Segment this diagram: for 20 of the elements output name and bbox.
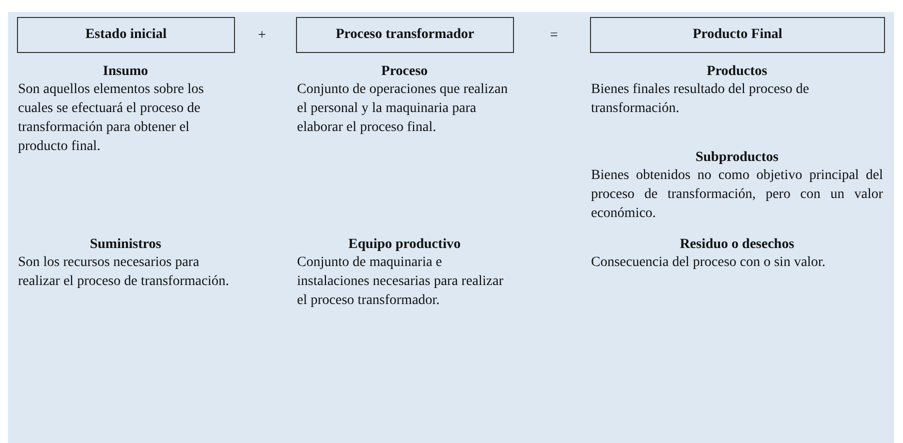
section-heading: Suministros — [88, 236, 162, 254]
header-box: Estado inicial — [17, 17, 235, 53]
header-box: Proceso transformador — [296, 17, 514, 53]
section-heading: Productos — [706, 63, 768, 81]
section-heading: Residuo o desechos — [678, 236, 796, 254]
description-text: Bienes obtenidos no como objetivo principal del proceso de transformación, pero con un valor económico. — [591, 167, 883, 223]
description-text: Son aquellos elementos sobre los cuales se efectuará el proceso de transformación para obtener el producto final. — [18, 81, 205, 156]
operator-sign: + — [257, 27, 267, 45]
header-box: Producto Final — [590, 17, 885, 53]
section-heading: Equipo productivo — [347, 236, 462, 254]
section-heading: Insumo — [102, 63, 150, 81]
description-text: Consecuencia del proceso con o sin valor. — [591, 254, 826, 272]
description-text: Conjunto de operaciones que realizan el personal y la maquinaria para elaborar el proceso final. — [297, 81, 509, 137]
panel-background — [8, 12, 894, 443]
description-text: Bienes finales resultado del proceso de transformación. — [591, 81, 810, 118]
description-text: Conjunto de maquinaria e instalaciones necesarias para realizar el proceso transformador. — [297, 254, 504, 310]
operator-sign: = — [549, 27, 559, 45]
section-heading: Proceso — [380, 63, 429, 81]
section-heading: Subproductos — [694, 149, 780, 167]
description-text: Son los recursos necesarios para realizar el proceso de transformación. — [18, 254, 230, 291]
